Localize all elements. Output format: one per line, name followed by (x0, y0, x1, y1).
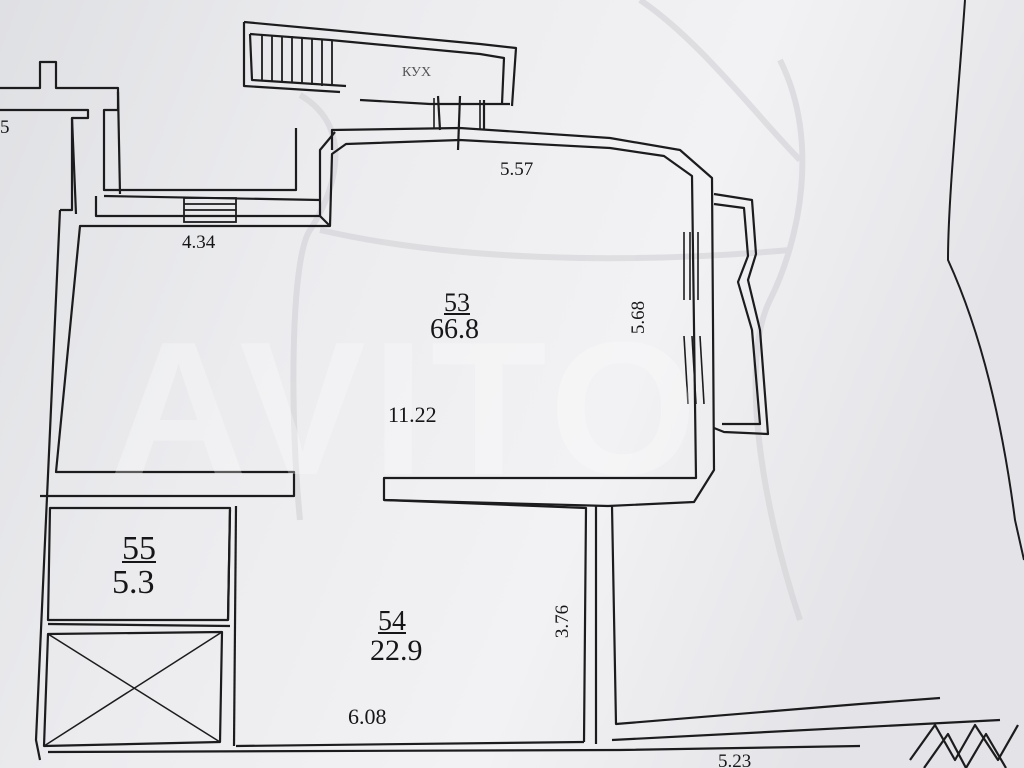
room-55-number: 55 (122, 530, 156, 567)
room-53-area: 66.8 (430, 314, 479, 345)
sheet-border (946, 0, 1024, 561)
room-55-area: 5.3 (112, 564, 155, 601)
room-54-area: 22.9 (370, 634, 423, 667)
dimension-4-34: 4.34 (182, 232, 216, 253)
dimension-5-57: 5.57 (500, 159, 534, 180)
upper-stamp-text: КУХ (402, 65, 432, 80)
small-stair (183, 197, 237, 223)
paper-creases (290, 0, 806, 621)
dimension-3-76: 3.76 (552, 604, 574, 639)
dimension-5-23: 5.23 (718, 751, 752, 768)
walls (0, 20, 1019, 768)
room-54-number: 54 (378, 606, 406, 637)
avito-watermark: AVITO (110, 303, 704, 515)
dimension-6-08: 6.08 (348, 704, 387, 729)
dimension-5-68: 5.68 (628, 300, 650, 335)
windows (433, 98, 705, 405)
dimension-11-22: 11.22 (388, 402, 437, 427)
top-stair-treads (261, 34, 333, 86)
room-53-number: 53 (444, 288, 470, 317)
edge-partial-label: 5 (0, 117, 10, 138)
